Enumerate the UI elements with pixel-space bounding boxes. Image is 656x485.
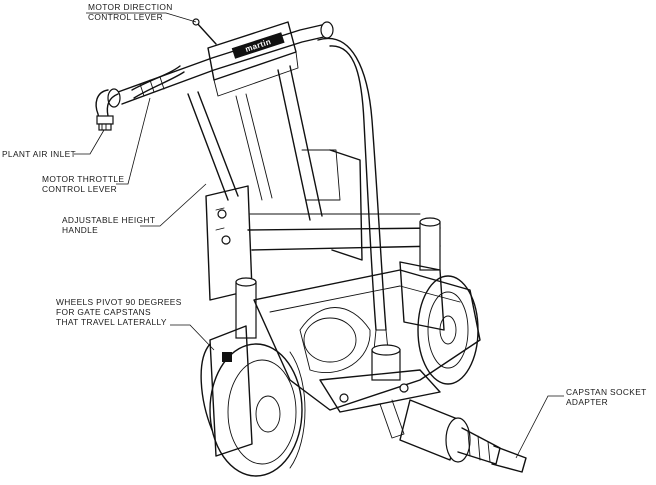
label-motor-throttle-2: CONTROL LEVER <box>42 184 117 194</box>
lower-bracket <box>319 369 441 439</box>
label-wheels-pivot-3: THAT TRAVEL LATERALLY <box>56 317 167 327</box>
callout-capstan-socket: CAPSTAN SOCKET ADAPTER <box>566 387 647 407</box>
machine-drawing: martin <box>95 18 527 477</box>
frame <box>205 149 481 411</box>
martin-logo-badge: martin <box>231 32 285 59</box>
label-adjustable-height-1: ADJUSTABLE HEIGHT <box>62 215 155 225</box>
label-plant-air-inlet: PLANT AIR INLET <box>2 149 76 159</box>
callout-plant-air-inlet: PLANT AIR INLET <box>2 149 76 159</box>
label-motor-throttle-1: MOTOR THROTTLE <box>42 174 124 184</box>
callout-motor-direction: MOTOR DIRECTION CONTROL LEVER <box>88 2 173 22</box>
callout-motor-throttle: MOTOR THROTTLE CONTROL LEVER <box>42 174 124 194</box>
plant-air-inlet-fitting <box>95 89 119 131</box>
label-motor-direction-2: CONTROL LEVER <box>88 12 163 22</box>
logo-text: martin <box>244 37 272 54</box>
left-wheel <box>200 325 306 477</box>
label-wheels-pivot-2: FOR GATE CAPSTANS <box>56 307 151 317</box>
callout-adjustable-height: ADJUSTABLE HEIGHT HANDLE <box>62 215 155 235</box>
leader-lines <box>74 12 564 459</box>
label-motor-direction-1: MOTOR DIRECTION <box>88 2 173 12</box>
label-capstan-socket-2: ADAPTER <box>566 397 608 407</box>
callout-wheels-pivot: WHEELS PIVOT 90 DEGREES FOR GATE CAPSTAN… <box>56 297 182 327</box>
control-head: martin <box>131 18 299 99</box>
label-adjustable-height-2: HANDLE <box>62 225 98 235</box>
capstan-socket-adapter <box>399 399 527 473</box>
label-wheels-pivot-1: WHEELS PIVOT 90 DEGREES <box>56 297 182 307</box>
right-wheel <box>417 275 479 385</box>
air-hose <box>317 37 389 351</box>
label-capstan-socket-1: CAPSTAN SOCKET <box>566 387 647 397</box>
handle-uprights <box>187 65 341 221</box>
